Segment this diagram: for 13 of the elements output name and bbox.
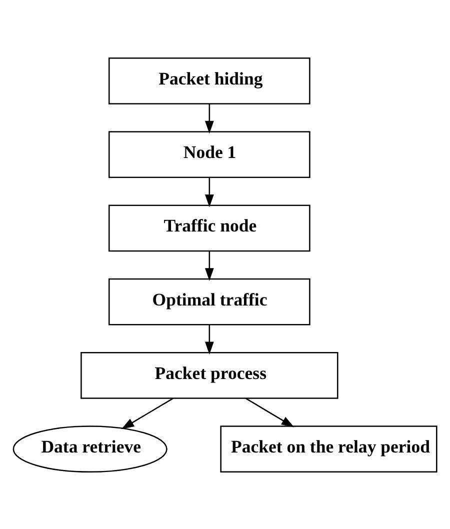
- node-box: Packet hiding: [108, 56, 310, 104]
- node-box: Node 1: [108, 130, 310, 178]
- arrow: [121, 397, 174, 429]
- arrow: [204, 103, 214, 134]
- arrow: [204, 250, 214, 280]
- node-box: Packet process: [80, 351, 338, 398]
- node-ellipse: Data retrieve: [12, 425, 168, 472]
- arrow: [204, 324, 214, 354]
- arrow: [246, 397, 294, 427]
- node-box: Optimal traffic: [108, 278, 310, 325]
- arrow: [204, 177, 214, 207]
- node-box: Traffic node: [108, 204, 310, 252]
- node-box: Packet on the relay period: [220, 425, 438, 472]
